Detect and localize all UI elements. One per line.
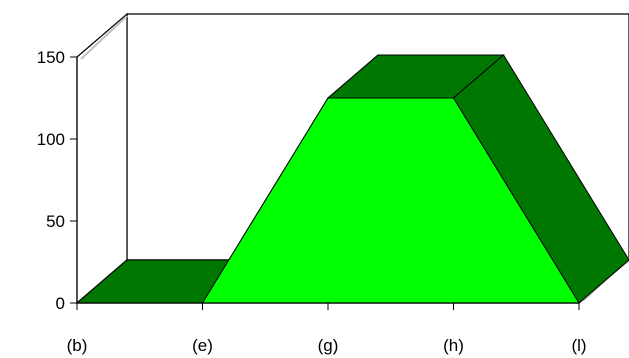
- y-tick-label: 50: [46, 212, 65, 231]
- x-tick-label: (g): [318, 336, 339, 355]
- x-tick-label: (e): [192, 336, 213, 355]
- y-tick-label: 150: [37, 48, 65, 67]
- y-axis: 0 50 100 150: [37, 48, 78, 313]
- left-wall-top-edge-inner: [80, 15, 128, 60]
- y-tick-label: 0: [56, 294, 65, 313]
- x-tick-label: (h): [443, 336, 464, 355]
- x-tick-label: (l): [571, 336, 586, 355]
- y-tick-label: 100: [37, 130, 65, 149]
- x-axis: (b) (e) (g) (h) (l): [67, 302, 587, 355]
- area-series: [75, 54, 629, 304]
- left-wall: [76, 12, 128, 305]
- x-tick-label: (b): [67, 336, 88, 355]
